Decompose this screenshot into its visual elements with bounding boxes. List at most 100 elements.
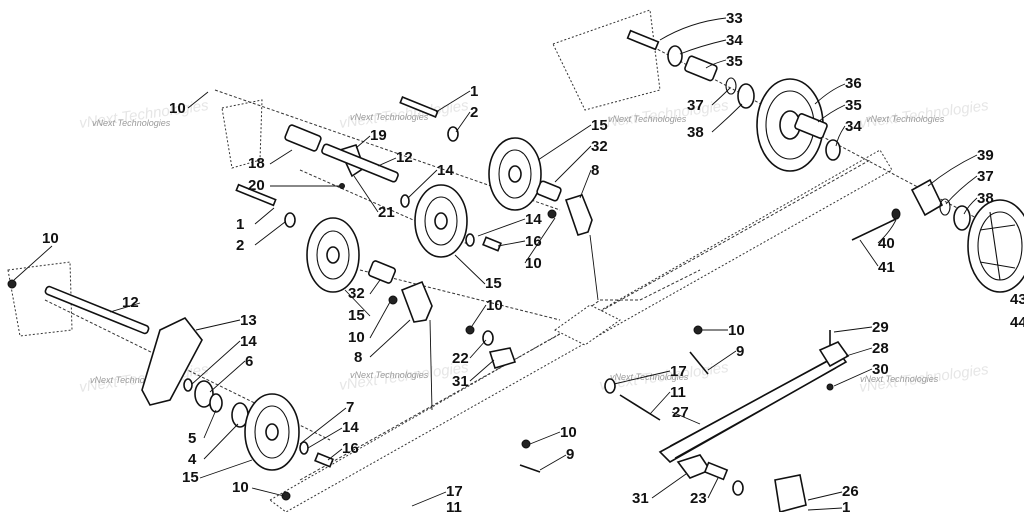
callout-36: 36 <box>845 75 862 92</box>
callout-30: 30 <box>872 361 889 378</box>
callout-40: 40 <box>878 235 895 252</box>
callout-21: 21 <box>378 204 395 221</box>
callout-9: 9 <box>566 446 574 463</box>
callout-9: 9 <box>736 343 744 360</box>
callout-8: 8 <box>591 162 599 179</box>
callout-14: 14 <box>240 333 257 350</box>
watermark-text: vNext Technologies <box>90 375 169 385</box>
bolt-41 <box>851 217 899 241</box>
watermark-text: vNext Technologies <box>350 370 429 380</box>
callout-10: 10 <box>560 424 577 441</box>
washer-14 <box>400 194 410 208</box>
nut-10d <box>281 491 291 501</box>
callout-15: 15 <box>182 469 199 486</box>
callout-32: 32 <box>591 138 608 155</box>
callout-34: 34 <box>845 118 862 135</box>
middle-wheel-assembly <box>235 183 599 411</box>
callout-41: 41 <box>878 259 895 276</box>
bolt-9b <box>519 464 541 473</box>
callout-1: 1 <box>842 499 850 512</box>
callout-labels: 33 34 35 36 35 34 37 38 39 37 38 40 41 4… <box>42 10 1024 512</box>
nut-10g <box>693 325 703 335</box>
callout-37: 37 <box>977 168 994 185</box>
slide-rail-frame <box>269 149 893 512</box>
callout-17: 17 <box>446 483 463 500</box>
shaft-12 <box>321 143 399 183</box>
callout-10: 10 <box>169 100 186 117</box>
washer-22 <box>482 330 494 346</box>
wheel-43 <box>967 199 1024 293</box>
callout-32: 32 <box>348 285 365 302</box>
washer-1c <box>732 480 744 496</box>
bracket-8a <box>564 194 593 236</box>
bolt-1 <box>399 96 439 118</box>
snap-ring-37 <box>725 77 737 95</box>
front-arm-13 <box>141 316 203 406</box>
callout-14: 14 <box>342 419 359 436</box>
spacer-35 <box>684 55 718 82</box>
leader-lines <box>13 17 978 511</box>
watermark-text: vNext Technologies <box>350 112 429 122</box>
bearing-6 <box>194 380 214 408</box>
bearing-38b <box>953 205 971 231</box>
shaft-12b <box>44 285 150 335</box>
rear-idler-wheel-assembly <box>626 29 841 172</box>
callout-34: 34 <box>726 32 743 49</box>
spacer-5 <box>209 393 223 413</box>
callout-39: 39 <box>977 147 994 164</box>
callout-29: 29 <box>872 319 889 336</box>
watermark-text: vNext Technologies <box>860 374 939 384</box>
callout-1: 1 <box>236 216 244 233</box>
nut-10e <box>465 325 475 335</box>
callout-18: 18 <box>248 155 265 172</box>
watermark-text: vNext Technologies <box>92 118 171 128</box>
center-hardware <box>465 325 709 473</box>
watermark-text: vNext Technologies <box>610 372 689 382</box>
callout-15: 15 <box>348 307 365 324</box>
callout-15: 15 <box>591 117 608 134</box>
callout-27: 27 <box>672 404 689 421</box>
callout-6: 6 <box>245 353 253 370</box>
callout-26: 26 <box>842 483 859 500</box>
callout-10: 10 <box>348 329 365 346</box>
callout-31: 31 <box>452 373 469 390</box>
callout-7: 7 <box>346 399 354 416</box>
callout-8: 8 <box>354 349 362 366</box>
nut-40 <box>891 208 901 220</box>
callout-2: 2 <box>236 237 244 254</box>
axle-hub-39 <box>910 178 944 217</box>
lower-front-arm-assembly <box>7 279 334 501</box>
bolt-33 <box>626 29 660 51</box>
bolt-1b <box>235 183 277 207</box>
callout-38: 38 <box>687 124 704 141</box>
washer-14d <box>299 441 309 455</box>
bracket-28 <box>818 341 850 368</box>
callout-13: 13 <box>240 312 257 329</box>
callout-16: 16 <box>525 233 542 250</box>
callout-1: 1 <box>470 83 478 100</box>
callout-23: 23 <box>690 490 707 507</box>
callout-11: 11 <box>446 499 462 512</box>
callout-35: 35 <box>726 53 743 70</box>
callout-35: 35 <box>845 97 862 114</box>
callout-4: 4 <box>188 451 197 468</box>
callout-15: 15 <box>485 275 502 292</box>
spacer-32b <box>367 260 397 284</box>
callout-11: 11 <box>670 384 686 401</box>
callout-14: 14 <box>525 211 542 228</box>
callout-20: 20 <box>248 177 265 194</box>
nut-30 <box>826 383 834 391</box>
washer-34b <box>825 139 841 161</box>
clip-31b <box>676 454 712 479</box>
callout-10: 10 <box>232 479 249 496</box>
callout-38: 38 <box>977 190 994 207</box>
washer-17a <box>604 378 616 394</box>
callout-10: 10 <box>486 297 503 314</box>
bracket-26 <box>774 474 807 512</box>
spacer-35b <box>794 113 828 139</box>
callout-14: 14 <box>437 162 454 179</box>
upper-shaft-assembly <box>284 96 593 258</box>
nut-10a <box>547 209 557 219</box>
callout-17: 17 <box>670 363 687 380</box>
washer-14c <box>183 378 193 392</box>
